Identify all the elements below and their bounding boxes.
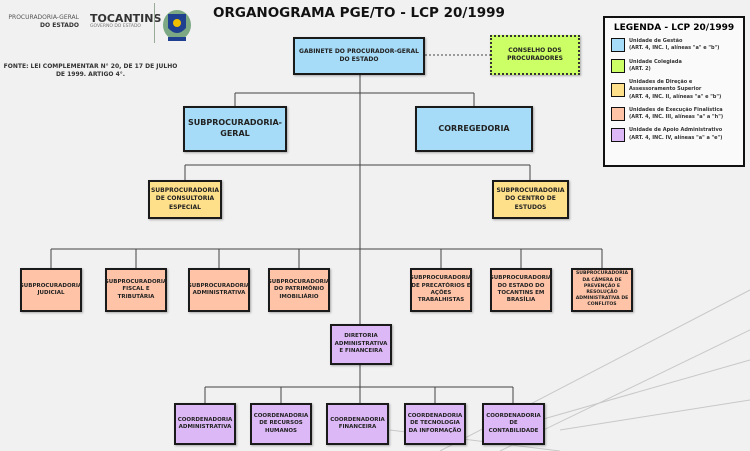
- legend-swatch: [611, 58, 625, 73]
- node-label: DIRETORIA ADMINISTRATIVA E FINANCEIRA: [334, 333, 388, 355]
- legend-item: Unidades de Execução Finalística(ART. 4,…: [611, 107, 737, 122]
- node-label: SUBPROCURADORIA ADMINISTRATIVA: [187, 282, 251, 296]
- node-label: CORREGEDORIA: [438, 123, 510, 133]
- node-label: COORDENADORIA ADMINISTRATIVA: [177, 416, 233, 430]
- legend-sub: (ART. 4, INC. IV, alíneas "a" a "e"): [629, 134, 723, 141]
- source-note: FONTE: LEI COMPLEMENTAR N° 20, DE 17 DE …: [3, 63, 178, 79]
- legend-sub: (ART. 2): [629, 65, 651, 72]
- node-subprocuradoria-camara: SUBPROCURADORIA DA CÂMERA DE PREVENÇÃO E…: [571, 268, 633, 312]
- node-label: SUBPROCURADORIA JUDICIAL: [19, 282, 83, 296]
- node-diretoria: DIRETORIA ADMINISTRATIVA E FINANCEIRA: [330, 324, 392, 365]
- node-subprocuradoria-geral: SUBPROCURADORIA-GERAL: [183, 106, 287, 152]
- pge-logo-text: PROCURADORIA-GERAL DO ESTADO: [3, 14, 79, 30]
- node-subprocuradoria-judicial: SUBPROCURADORIA JUDICIAL: [20, 268, 82, 312]
- legend-item: Unidade de Apoio Administrativo(ART. 4, …: [611, 127, 737, 142]
- node-label: SUBPROCURADORIA FISCAL E TRIBUTÁRIA: [104, 278, 168, 300]
- node-subprocuradoria-administrativa: SUBPROCURADORIA ADMINISTRATIVA: [188, 268, 250, 312]
- coat-of-arms-icon: [163, 10, 191, 41]
- node-coord-ti: COORDENADORIA DE TECNOLOGIA DA INFORMAÇÃ…: [404, 403, 466, 445]
- node-label: SUBPROCURADORIA DO ESTADO DO TOCANTINS E…: [489, 275, 553, 304]
- node-label: GABINETE DO PROCURADOR-GERAL DO ESTADO: [299, 47, 419, 63]
- node-label: SUBPROCURADORIA DO PATRIMÔNIO IMOBILIÁRI…: [267, 278, 331, 300]
- state-name: TOCANTINS: [90, 12, 162, 25]
- node-gabinete: GABINETE DO PROCURADOR-GERAL DO ESTADO: [293, 37, 425, 75]
- legend-sub: (ART. 4, INC. III, alíneas "a" a "h"): [629, 114, 724, 120]
- node-label: SUBPROCURADORIA DA CÂMERA DE PREVENÇÃO E…: [575, 271, 629, 308]
- node-label: SUBPROCURADORIA DO CENTRO DE ESTUDOS: [496, 187, 565, 211]
- state-logo-text: TOCANTINS GOVERNO DO ESTADO: [90, 12, 162, 30]
- node-coord-rh: COORDENADORIA DE RECURSOS HUMANOS: [250, 403, 312, 445]
- node-label: COORDENADORIA FINANCEIRA: [330, 416, 385, 430]
- node-subprocuradoria-fiscal: SUBPROCURADORIA FISCAL E TRIBUTÁRIA: [105, 268, 167, 312]
- legend-label: Unidade Colegiada: [629, 58, 682, 65]
- node-label: SUBPROCURADORIA DE PRECATÓRIOS E AÇÕES T…: [409, 275, 473, 304]
- node-coord-contabilidade: COORDENADORIA DE CONTABILIDADE: [482, 403, 545, 445]
- legend-sub: (ART. 4, INC. II, alíneas "a" e "b"): [629, 93, 722, 100]
- legend: LEGENDA - LCP 20/1999 Unidade de Gestão(…: [603, 16, 745, 167]
- legend-swatch: [611, 38, 625, 53]
- legend-swatch: [611, 127, 625, 142]
- legend-swatch: [611, 107, 625, 121]
- legend-label: Unidade de Apoio Administrativo: [629, 127, 723, 134]
- legend-item: Unidade Colegiada(ART. 2): [611, 59, 737, 74]
- node-consultoria-especial: SUBPROCURADORIA DE CONSULTORIA ESPECIAL: [148, 180, 222, 219]
- legend-label: Unidades de Direção e Assessoramento Sup…: [629, 79, 702, 93]
- legend-swatch: [611, 82, 625, 97]
- org-name-sub: DO ESTADO: [40, 21, 79, 29]
- node-label: COORDENADORIA DE RECURSOS HUMANOS: [253, 412, 309, 434]
- legend-item: Unidade de Gestão(ART. 4, INC. I, alínea…: [611, 38, 737, 53]
- node-label: COORDENADORIA DE CONTABILIDADE: [486, 412, 541, 434]
- page-title: ORGANOGRAMA PGE/TO - LCP 20/1999: [213, 5, 505, 21]
- org-name: PROCURADORIA-GERAL: [8, 14, 79, 21]
- node-centro-de-estudos: SUBPROCURADORIA DO CENTRO DE ESTUDOS: [492, 180, 569, 219]
- node-label: CONSELHO DOS PROCURADORES: [507, 46, 563, 62]
- node-corregedoria: CORREGEDORIA: [415, 106, 533, 152]
- legend-item: Unidades de Direção e Assessoramento Sup…: [611, 79, 737, 101]
- legend-title: LEGENDA - LCP 20/1999: [613, 23, 735, 33]
- legend-label: Unidade de Gestão: [629, 38, 683, 44]
- node-label: COORDENADORIA DE TECNOLOGIA DA INFORMAÇÃ…: [407, 412, 463, 434]
- node-subprocuradoria-precatorios: SUBPROCURADORIA DE PRECATÓRIOS E AÇÕES T…: [410, 268, 472, 312]
- legend-label: Unidades de Execução Finalística: [629, 106, 723, 113]
- legend-sub: (ART. 4, INC. I, alíneas "a" e "b"): [629, 45, 720, 52]
- state-sub: GOVERNO DO ESTADO: [90, 24, 141, 30]
- node-coord-financeira: COORDENADORIA FINANCEIRA: [326, 403, 389, 445]
- node-subprocuradoria-brasilia: SUBPROCURADORIA DO ESTADO DO TOCANTINS E…: [490, 268, 552, 312]
- node-label: SUBPROCURADORIA DE CONSULTORIA ESPECIAL: [150, 187, 219, 211]
- node-subprocuradoria-patrimonio: SUBPROCURADORIA DO PATRIMÔNIO IMOBILIÁRI…: [268, 268, 330, 312]
- node-label: SUBPROCURADORIA-GERAL: [188, 118, 282, 138]
- node-coord-administrativa: COORDENADORIA ADMINISTRATIVA: [174, 403, 236, 445]
- logo-divider: [154, 3, 155, 43]
- node-conselho: CONSELHO DOS PROCURADORES: [490, 35, 580, 75]
